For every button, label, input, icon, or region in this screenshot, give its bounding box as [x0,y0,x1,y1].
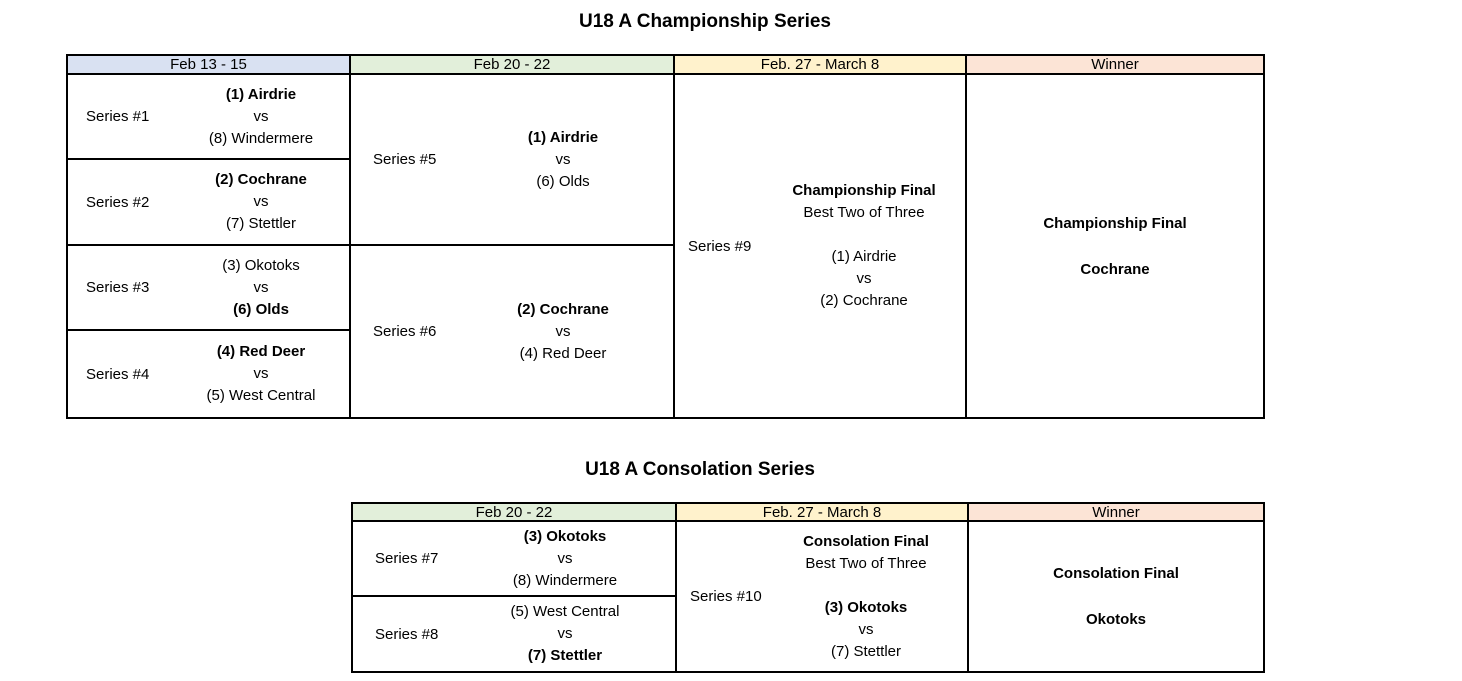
column-header-feb27-mar8: Feb. 27 - March 8 [675,56,967,75]
series-4-team-2: (5) West Central [206,387,316,404]
column-header-label: Feb 13 - 15 [170,56,247,73]
column-header-label: Winner [1092,504,1140,521]
series-5-matchup: (1) Airdrie vs (6) Olds [453,75,673,244]
column-header-label: Feb. 27 - March 8 [760,56,880,73]
championship-final-matchup: Championship Final Best Two of Three (1)… [763,75,965,417]
series-4-team-1: (4) Red Deer [216,343,306,360]
final-subtitle: Best Two of Three [803,204,925,221]
series-1-label: Series #1 [86,108,150,125]
vs-label: vs [253,193,269,210]
series-8-matchup: (5) West Central vs (7) Stettler [455,597,675,671]
series-10-team-2: (7) Stettler [830,642,902,660]
series-10-label: Series #10 [690,588,762,605]
winner-title: Championship Final [1043,214,1187,232]
series-3-team-1: (3) Okotoks [222,256,300,274]
column-header-feb20-22: Feb 20 - 22 [351,56,675,75]
championship-title: U18 A Championship Series [579,11,831,32]
final-subtitle: Best Two of Three [805,554,927,572]
series-5-cell: Series #5 (1) Airdrie vs (6) Olds [351,75,675,246]
championship-table: Feb 13 - 15 Feb 20 - 22 Feb. 27 - March … [66,54,1265,419]
winner-name: Okotoks [1085,611,1146,628]
series-9-cell: Series #9 Championship Final Best Two of… [675,75,967,417]
series-7-matchup: (3) Okotoks vs (8) Windermere [455,522,675,595]
series-1-matchup: (1) Airdrie vs (8) Windermere [173,75,349,158]
series-6-matchup: (2) Cochrane vs (4) Red Deer [453,246,673,417]
series-2-cell: Series #2 (2) Cochrane vs (7) Stettler [68,160,351,246]
series-4-matchup: (4) Red Deer vs (5) West Central [173,331,349,417]
column-header-winner: Winner [967,56,1263,75]
column-header-feb27-mar8: Feb. 27 - March 8 [677,504,969,522]
column-header-feb20-22: Feb 20 - 22 [353,504,677,522]
series-5-team-2: (6) Olds [536,172,590,190]
series-7-label: Series #7 [375,550,439,567]
blank-line [765,575,967,597]
vs-label: vs [557,549,573,567]
vs-label: vs [557,625,573,642]
series-8-label: Series #8 [375,625,439,643]
series-4-cell: Series #4 (4) Red Deer vs (5) West Centr… [68,331,351,417]
series-10-cell: Series #10 Consolation Final Best Two of… [677,522,969,671]
column-header-label: Winner [1091,56,1139,73]
series-6-team-1: (2) Cochrane [517,300,609,318]
series-1-team-2: (8) Windermere [208,129,314,147]
blank-line [967,235,1263,258]
vs-label: vs [858,620,874,638]
series-2-matchup: (2) Cochrane vs (7) Stettler [173,160,349,244]
vs-label: vs [555,322,571,340]
series-7-team-2: (8) Windermere [512,571,618,589]
series-7-cell: Series #7 (3) Okotoks vs (8) Windermere [353,522,677,597]
series-1-cell: Series #1 (1) Airdrie vs (8) Windermere [68,75,351,160]
blank-line [969,585,1263,608]
final-title: Consolation Final [803,532,929,550]
series-2-label: Series #2 [86,193,150,211]
series-7-team-1: (3) Okotoks [523,527,607,545]
series-9-team-2: (2) Cochrane [820,292,908,309]
series-3-label: Series #3 [86,279,150,296]
consolation-table: Feb 20 - 22 Feb. 27 - March 8 Winner Ser… [351,502,1265,673]
series-6-cell: Series #6 (2) Cochrane vs (4) Red Deer [351,246,675,417]
series-5-team-1: (1) Airdrie [527,128,599,146]
series-2-team-1: (2) Cochrane [215,171,307,188]
series-2-team-2: (7) Stettler [225,215,297,232]
vs-label: vs [253,107,269,125]
vs-label: vs [856,270,872,287]
column-header-label: Feb 20 - 22 [473,56,551,73]
series-5-label: Series #5 [373,151,437,168]
series-6-team-2: (4) Red Deer [519,344,607,362]
column-header-label: Feb 20 - 22 [475,504,553,521]
series-3-cell: Series #3 (3) Okotoks vs (6) Olds [68,246,351,331]
consolation-final-matchup: Consolation Final Best Two of Three (3) … [765,522,967,671]
final-title: Championship Final [792,182,936,199]
series-3-matchup: (3) Okotoks vs (6) Olds [173,246,349,329]
series-3-team-2: (6) Olds [233,300,289,318]
column-header-winner: Winner [969,504,1263,522]
championship-winner-cell: Championship Final Cochrane [967,75,1263,417]
vs-label: vs [253,278,269,296]
winner-name: Cochrane [1080,260,1150,278]
series-8-team-2: (7) Stettler [527,647,603,664]
vs-label: vs [253,365,269,382]
column-header-feb13-15: Feb 13 - 15 [68,56,351,75]
series-8-cell: Series #8 (5) West Central vs (7) Stettl… [353,597,677,671]
series-6-label: Series #6 [373,323,437,340]
column-header-label: Feb. 27 - March 8 [762,504,882,521]
consolation-winner-cell: Consolation Final Okotoks [969,522,1263,671]
series-8-team-1: (5) West Central [510,603,620,620]
vs-label: vs [555,150,571,168]
winner-title: Consolation Final [1053,565,1179,582]
series-9-team-1: (1) Airdrie [831,248,897,265]
series-10-team-1: (3) Okotoks [824,598,908,616]
series-9-label: Series #9 [688,237,752,255]
series-1-team-1: (1) Airdrie [225,85,297,103]
consolation-title: U18 A Consolation Series [585,459,815,480]
blank-line [763,224,965,246]
series-4-label: Series #4 [86,365,150,383]
